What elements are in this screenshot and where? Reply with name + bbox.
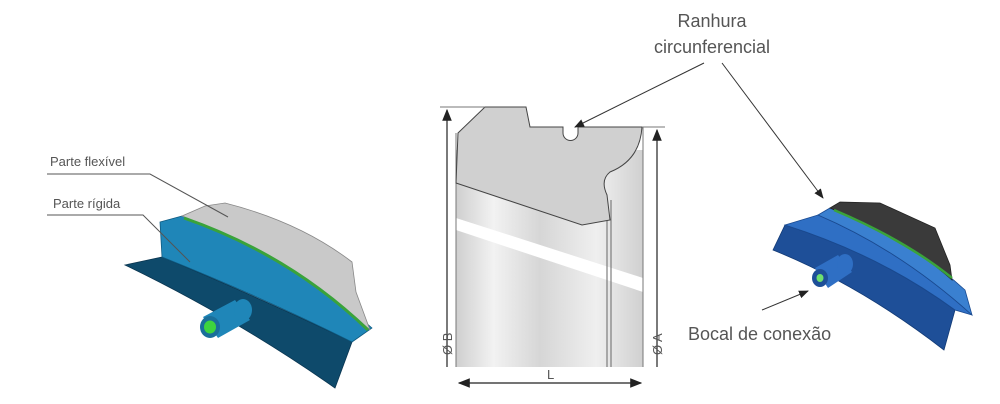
left-nozzle xyxy=(200,299,252,338)
gray-section xyxy=(455,106,643,226)
label-dim-b: Ø B xyxy=(440,333,455,355)
white-stripe xyxy=(456,218,643,292)
center-section-view: Ø B Ø A L xyxy=(440,106,665,388)
leader-flexible-part xyxy=(47,173,229,218)
label-dim-a: Ø A xyxy=(650,333,665,355)
label-groove-line2: circunferencial xyxy=(654,37,770,57)
nozzle-arrow xyxy=(761,290,809,311)
label-dim-l: L xyxy=(547,367,554,382)
right-green-seam xyxy=(833,208,953,279)
right-nozzle xyxy=(812,254,853,288)
leader-rigid-part xyxy=(47,214,191,263)
label-rigid-part: Parte rígida xyxy=(53,196,121,211)
label-nozzle: Bocal de conexão xyxy=(688,324,831,344)
groove-arrow-right xyxy=(721,62,824,199)
label-flexible-part: Parte flexível xyxy=(50,154,125,169)
right-component: Bocal de conexão xyxy=(688,201,973,351)
groove-arrow-center xyxy=(574,62,705,128)
left-green-seam xyxy=(183,216,370,332)
label-groove-line1: Ranhura xyxy=(677,11,747,31)
left-component: Parte flexível Parte rígida xyxy=(47,154,373,389)
